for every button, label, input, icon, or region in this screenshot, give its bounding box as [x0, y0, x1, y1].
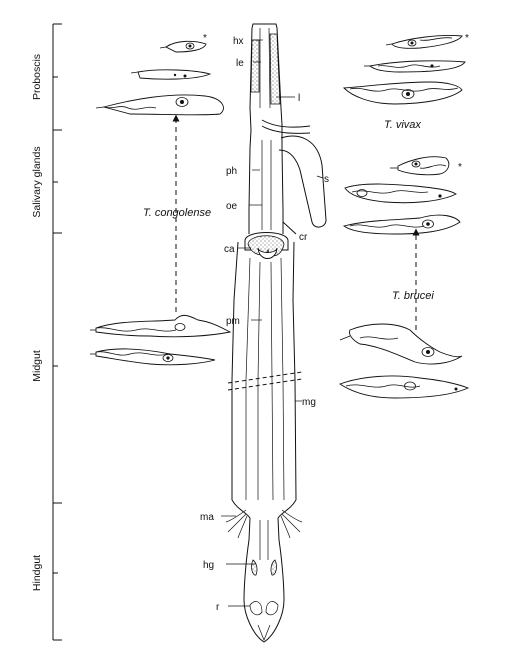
brucei-asterisk: *: [458, 162, 462, 173]
label-r: r: [216, 602, 220, 613]
hindgut-pad-right: [270, 559, 277, 576]
label-pm: pm: [226, 316, 240, 327]
section-ruler: [52, 23, 62, 641]
vivax-forms: * T. vivax: [342, 33, 469, 131]
brucei-midgut-form-2: [339, 375, 470, 399]
species-label-brucei: T. brucei: [392, 290, 434, 302]
congolense-proboscis-form-1: [159, 40, 207, 53]
species-label-congolense: T. congolense: [143, 207, 211, 219]
labrum-stipple: [269, 33, 281, 105]
label-mg: mg: [302, 397, 316, 408]
brucei-salivary-form-2: [344, 183, 457, 204]
alimentary-tract: [225, 23, 327, 643]
section-label-midgut: Midgut: [31, 350, 43, 382]
brucei-salivary-form-1: [390, 156, 450, 176]
brucei-midgut-form-1: [339, 323, 463, 365]
brucei-forms: * T. brucei: [339, 156, 470, 399]
congolense-proboscis-form-2: [130, 69, 212, 80]
label-cr: cr: [299, 232, 308, 243]
congolense-forms: * T. congolense: [90, 33, 232, 366]
congolense-midgut-form-1: [90, 314, 232, 338]
anatomy-labels: hx le l ph s oe cr ca pm mg ma hg r: [200, 36, 329, 613]
species-label-vivax: T. vivax: [384, 119, 421, 131]
label-hx: hx: [233, 36, 244, 47]
hindgut-pad-left: [251, 559, 258, 576]
vivax-form-2: [364, 60, 466, 73]
congolense-midgut-form-2: [90, 348, 216, 366]
label-hg: hg: [203, 560, 214, 571]
label-le: le: [236, 58, 244, 69]
label-s: s: [324, 174, 329, 185]
congolense-asterisk: *: [203, 33, 207, 44]
vivax-asterisk: *: [465, 33, 469, 44]
vivax-form-1: [385, 35, 463, 49]
label-l: l: [298, 93, 300, 104]
section-label-proboscis: Proboscis: [31, 54, 43, 100]
congolense-proboscis-form-3: [95, 94, 224, 116]
section-label-hindgut: Hindgut: [31, 555, 43, 591]
label-oe: oe: [226, 201, 238, 212]
label-ca: ca: [224, 244, 235, 255]
section-label-salivary-glands: Salivary glands: [31, 146, 43, 217]
vivax-form-3: [342, 81, 463, 105]
brucei-salivary-form-3: [342, 214, 461, 235]
label-ph: ph: [226, 166, 237, 177]
label-ma: ma: [200, 512, 214, 523]
labellum-stipple: [250, 39, 260, 93]
